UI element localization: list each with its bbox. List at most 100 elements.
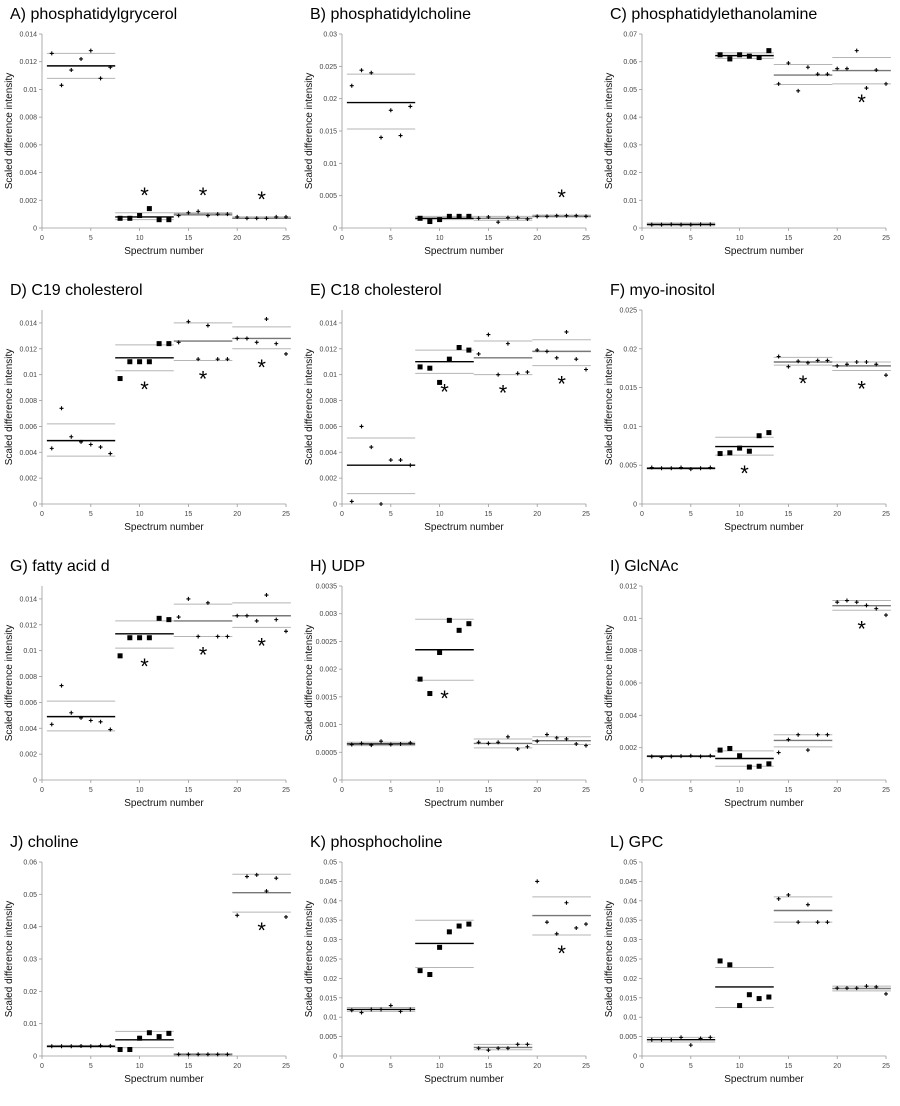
data-point <box>398 1009 403 1014</box>
data-point <box>505 215 510 220</box>
x-axis-label: Spectrum number <box>724 1074 804 1085</box>
significance-asterisk: * <box>557 372 566 397</box>
y-tick-label: 0.005 <box>319 193 337 200</box>
data-point <box>535 739 540 744</box>
data-point <box>466 213 472 219</box>
y-tick-label: 0.03 <box>323 937 337 944</box>
y-tick-label: 0.03 <box>23 957 37 964</box>
x-tick-label: 25 <box>582 235 590 242</box>
x-axis-label: Spectrum number <box>724 798 804 809</box>
data-point <box>864 359 869 364</box>
data-point <box>854 359 859 364</box>
x-tick-label: 15 <box>785 1063 793 1070</box>
y-tick-label: 0.0005 <box>316 750 338 757</box>
y-tick-label: 0.004 <box>619 713 637 720</box>
y-tick-label: 0 <box>633 502 637 509</box>
data-point <box>717 958 723 964</box>
data-point <box>88 718 93 723</box>
data-point <box>698 222 703 227</box>
y-tick-label: 0 <box>333 778 337 785</box>
data-point <box>156 1034 162 1040</box>
data-point <box>359 1010 364 1015</box>
data-point <box>525 744 530 749</box>
data-point <box>698 1036 703 1041</box>
data-point <box>225 357 230 362</box>
data-point <box>186 596 191 601</box>
x-tick-label: 25 <box>282 235 290 242</box>
data-point <box>515 371 520 376</box>
data-point <box>186 210 191 215</box>
data-point <box>88 1044 93 1049</box>
chart-title: B) phosphatidylcholine <box>310 6 471 23</box>
x-tick-label: 20 <box>233 1063 241 1070</box>
data-point <box>679 1035 684 1040</box>
x-tick-label: 0 <box>640 511 644 518</box>
significance-asterisk: * <box>499 381 508 406</box>
data-point <box>544 920 549 925</box>
data-point <box>166 217 172 223</box>
data-point <box>146 1030 152 1036</box>
y-tick-label: 0.008 <box>19 115 37 122</box>
data-point <box>786 892 791 897</box>
y-tick-label: 0.01 <box>23 372 37 379</box>
chart-plot-area: 00.00050.0010.00150.0020.00250.0030.0035… <box>304 584 591 809</box>
data-point <box>284 214 288 219</box>
data-point <box>117 376 123 382</box>
y-tick-label: 0.0035 <box>316 584 338 591</box>
data-point <box>737 1003 743 1009</box>
y-tick-label: 0.06 <box>623 59 637 66</box>
data-point <box>554 355 559 360</box>
x-tick-label: 10 <box>136 235 144 242</box>
y-tick-label: 0.003 <box>319 611 337 618</box>
y-tick-label: 0.045 <box>319 879 337 886</box>
y-tick-label: 0.002 <box>19 476 37 483</box>
data-point <box>476 1046 481 1051</box>
data-point <box>649 754 654 759</box>
y-tick-label: 0.0015 <box>316 694 338 701</box>
x-tick-label: 10 <box>136 787 144 794</box>
significance-asterisk: * <box>799 371 808 396</box>
significance-asterisk: * <box>740 461 749 486</box>
y-tick-label: 0.01 <box>623 424 637 431</box>
y-tick-label: 0 <box>33 778 37 785</box>
data-point <box>727 56 733 62</box>
data-point <box>496 1046 501 1051</box>
data-point <box>844 362 849 367</box>
data-point <box>776 896 781 901</box>
data-point <box>379 1007 384 1012</box>
y-tick-label: 0.008 <box>19 398 37 405</box>
data-point <box>59 83 64 88</box>
data-point <box>698 754 703 759</box>
y-tick-label: 0.01 <box>623 1015 637 1022</box>
y-tick-label: 0.01 <box>323 1015 337 1022</box>
data-point <box>554 735 559 740</box>
y-tick-label: 0.008 <box>19 674 37 681</box>
data-point <box>476 740 481 745</box>
y-axis-label: Scaled difference intensity <box>604 73 615 190</box>
y-tick-label: 0.02 <box>623 170 637 177</box>
x-tick-label: 25 <box>882 511 890 518</box>
data-point <box>88 48 93 53</box>
x-tick-label: 15 <box>185 1063 193 1070</box>
y-tick-label: 0.03 <box>623 142 637 149</box>
chart-title: K) phosphocholine <box>310 834 443 851</box>
data-point <box>225 1052 230 1057</box>
y-tick-label: 0.07 <box>623 32 637 39</box>
y-tick-label: 0.04 <box>23 924 37 931</box>
data-point <box>408 1007 413 1012</box>
data-point <box>776 81 781 86</box>
data-point <box>69 68 74 73</box>
data-point <box>574 357 579 362</box>
data-point <box>659 466 664 471</box>
chart-title: J) choline <box>10 834 79 851</box>
y-tick-label: 0.004 <box>19 450 37 457</box>
data-point <box>284 351 288 356</box>
data-point <box>679 222 684 227</box>
significance-asterisk: * <box>257 187 266 212</box>
data-point <box>864 984 869 989</box>
